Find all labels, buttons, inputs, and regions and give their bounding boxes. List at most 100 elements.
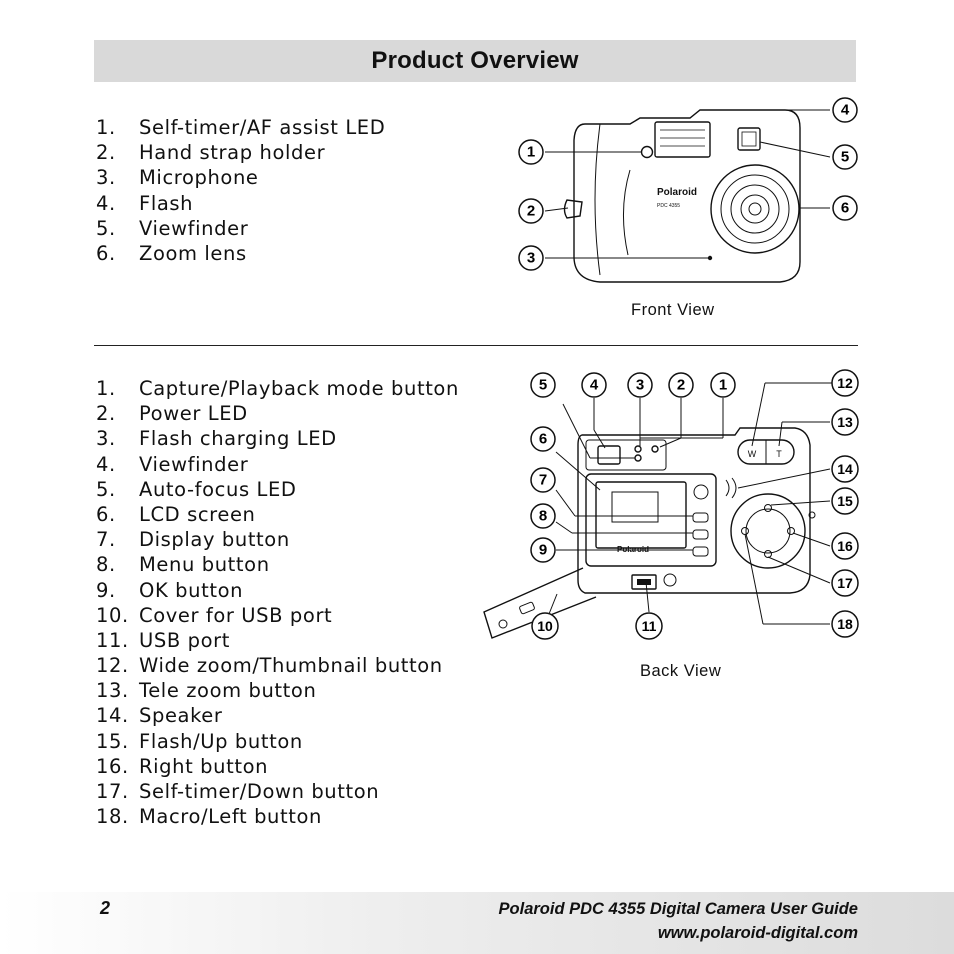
item-label: Speaker (139, 704, 223, 728)
nav-pad-outer (730, 493, 806, 569)
item-label: Flash/Up button (139, 729, 303, 753)
mode-button (693, 484, 709, 500)
callout-front-3: 3 (518, 245, 544, 271)
svg-text:13: 13 (837, 414, 853, 430)
item-label: Viewfinder (139, 216, 249, 240)
list-item: 12.Wide zoom/Thumbnail button (96, 653, 459, 678)
flash-window (654, 121, 711, 158)
callout-front-6: 6 (832, 195, 858, 221)
page-footer (0, 892, 954, 954)
svg-text:11: 11 (642, 618, 657, 634)
svg-text:3: 3 (636, 377, 644, 394)
item-label: Viewfinder (139, 452, 249, 476)
front-model-label: PDC 4355 (657, 203, 680, 209)
front-parts-list: 1. Self-timer/AF assist LED 2.Hand strap … (96, 115, 385, 266)
back-view-caption: Back View (640, 662, 722, 680)
lcd-screen (595, 481, 687, 549)
item-number: 3. (96, 427, 116, 451)
callout-back-3: 3 (627, 372, 653, 398)
item-number: 1. (96, 116, 116, 139)
display-button (692, 512, 709, 523)
svg-text:6: 6 (539, 431, 547, 448)
item-label: Self-timer/AF assist LED (139, 116, 386, 139)
svg-text:14: 14 (837, 461, 853, 477)
callout-back-10: 10 (531, 612, 559, 640)
callout-back-5: 5 (530, 372, 556, 398)
item-label: Power LED (139, 402, 248, 426)
callout-back-4: 4 (581, 372, 607, 398)
back-parts-list: 1.Capture/Playback mode button 2. Power L… (96, 376, 459, 829)
self-timer-led (640, 145, 654, 159)
svg-text:9: 9 (539, 542, 547, 559)
callout-back-2: 2 (668, 372, 694, 398)
list-item: 7. Display button (96, 527, 459, 552)
item-number: 13. (96, 679, 129, 703)
title-bar: Product Overview (94, 40, 856, 82)
item-number: 14. (96, 704, 129, 728)
usb-port (631, 574, 657, 590)
item-number: 6. (96, 502, 116, 526)
front-leader-lines (544, 109, 831, 259)
item-number: 6. (96, 241, 116, 265)
item-label: Cover for USB port (139, 603, 333, 627)
list-item: 4.Viewfinder (96, 452, 459, 477)
item-number: 15. (96, 729, 129, 753)
item-number: 5. (96, 477, 116, 501)
callout-back-17: 17 (831, 569, 859, 597)
item-label: Zoom lens (139, 241, 247, 265)
front-view-caption: Front View (631, 301, 715, 319)
svg-text:6: 6 (841, 200, 849, 217)
item-number: 9. (96, 578, 116, 602)
callout-front-5: 5 (832, 144, 858, 170)
callout-back-13: 13 (831, 408, 859, 436)
svg-text:1: 1 (719, 377, 727, 394)
page-title: Product Overview (371, 47, 579, 74)
list-item: 2. Power LED (96, 401, 459, 426)
item-number: 11. (96, 628, 129, 652)
item-number: 7. (96, 528, 116, 552)
list-item: 3.Microphone (96, 165, 385, 190)
viewfinder-panel (585, 439, 667, 471)
lcd-bezel (585, 473, 717, 567)
svg-text:7: 7 (539, 472, 547, 489)
callout-front-2: 2 (518, 198, 544, 224)
back-leader-lines (544, 382, 845, 625)
callout-back-8: 8 (530, 503, 556, 529)
svg-text:12: 12 (837, 375, 853, 391)
item-number: 8. (96, 553, 116, 577)
svg-text:18: 18 (837, 616, 853, 632)
item-label: OK button (139, 578, 244, 602)
item-number: 1. (96, 377, 116, 400)
svg-text:1: 1 (527, 144, 535, 161)
callout-back-9: 9 (530, 537, 556, 563)
svg-text:2: 2 (527, 203, 535, 220)
callout-back-6: 6 (530, 426, 556, 452)
item-number: 2. (96, 402, 116, 426)
list-item: 16.Right button (96, 754, 459, 779)
zoom-lens-outer (710, 164, 800, 254)
list-item: 13.Tele zoom button (96, 678, 459, 703)
item-number: 5. (96, 216, 116, 240)
item-number: 10. (96, 603, 129, 627)
item-label: LCD screen (139, 502, 256, 526)
nav-pad-inner (745, 508, 791, 554)
svg-text:15: 15 (837, 493, 853, 509)
list-item: 1.Capture/Playback mode button (96, 376, 459, 401)
list-item: 6. LCD screen (96, 502, 459, 527)
item-label: Macro/Left button (139, 805, 322, 829)
svg-text:16: 16 (837, 538, 853, 554)
list-item: 5.Auto-focus LED (96, 477, 459, 502)
speaker-grille (725, 479, 730, 497)
list-item: 11.USB port (96, 628, 459, 653)
item-number: 18. (96, 805, 129, 829)
list-item: 2.Hand strap holder (96, 140, 385, 165)
list-item: 8.Menu button (96, 552, 459, 577)
list-item: 17.Self-timer/Down button (96, 779, 459, 804)
item-label: Display button (139, 528, 290, 552)
callout-back-18: 18 (831, 610, 859, 638)
svg-text:5: 5 (841, 149, 849, 166)
af-led (634, 454, 642, 462)
list-item: 5. Viewfinder (96, 216, 385, 241)
svg-text:8: 8 (539, 508, 547, 525)
